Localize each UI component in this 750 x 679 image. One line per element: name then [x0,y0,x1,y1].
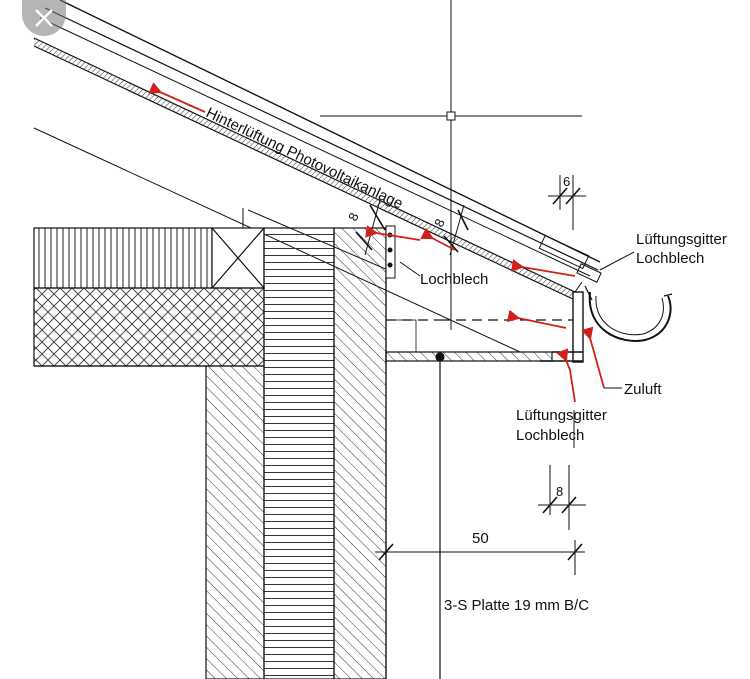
airflow-arrow-top [148,82,206,113]
close-button[interactable] [22,0,66,36]
roof-layers [33,0,602,353]
airflow-arrows [148,82,605,403]
airflow-arrow-eave [511,259,576,277]
leader-lines [399,251,635,448]
label-lochblech-center: Lochblech [420,271,488,288]
airflow-arrow-soffit [506,309,567,329]
dimension-6: 6 [563,174,570,189]
fascia-and-gutter [540,285,673,363]
airflow-arrow-zuluft-2 [581,326,605,389]
airflow-arrow-zuluft-1 [556,348,576,403]
dimension-50: 50 [472,530,489,547]
label-lueftungsgitter-top: Lüftungsgitter [636,231,727,248]
dimension-marks [242,175,586,575]
close-icon [35,9,53,27]
label-hinterlueftung: Hinterlüftung Photovoltaikanlage [203,104,405,212]
airflow-arrow-lochblech [365,225,421,241]
label-zuluft: Zuluft [624,381,662,398]
label-platte: 3-S Platte 19 mm B/C [444,597,589,614]
label-lochblech-bottom: Lochblech [516,427,584,444]
dimension-8-left: 8 [345,210,362,223]
airflow-arrow-mid [420,227,456,251]
soffit-board [385,319,575,679]
label-lueftungsgitter-bottom: Lüftungsgitter [516,407,607,424]
dimension-8-right: 8 [556,484,563,499]
lochblech-plate [385,225,396,279]
crosshair-construction-lines [320,0,582,330]
wall-assembly [33,227,387,679]
label-lochblech-top: Lochblech [636,250,704,267]
